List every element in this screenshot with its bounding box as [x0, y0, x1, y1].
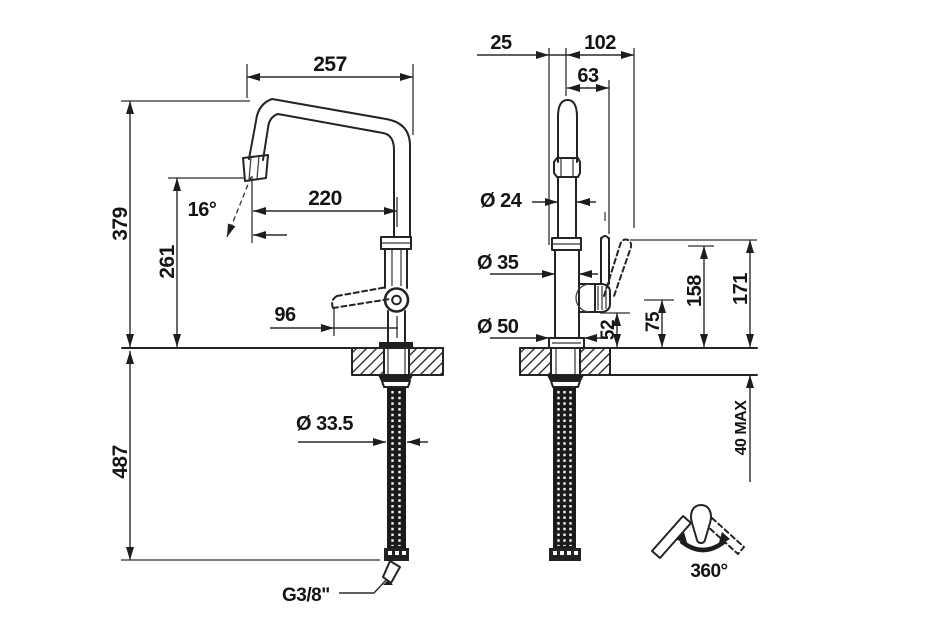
front-base-flange: [379, 342, 413, 348]
dim-spray-height-label: 52: [598, 320, 619, 340]
dim-overall-height: 379: [109, 100, 250, 347]
dim-body-diameter-label: Ø 35: [477, 252, 519, 274]
dim-spout-width-label: 257: [313, 53, 347, 76]
side-spout-column: [548, 99, 585, 349]
dim-outlet-angle-label: 16°: [188, 199, 217, 221]
dim-deck-thickness-label: 40 MAX: [733, 400, 750, 456]
dim-overall-above-deck: 171: [630, 239, 757, 347]
dim-hole-diameter-label: Ø 33.5: [296, 413, 353, 435]
swivel-lever-head: [690, 504, 712, 544]
dim-body-diameter: Ø 35: [477, 252, 598, 278]
dim-outlet-height: 261: [156, 177, 244, 347]
dim-handle-top-height-label: 158: [684, 275, 706, 307]
dim-hose-drop: 487: [109, 351, 380, 561]
side-supply-hose: [547, 375, 584, 561]
dim-rear-clearance-label: 25: [490, 32, 512, 54]
front-shank: [384, 349, 409, 374]
dim-overall-above-deck-label: 171: [730, 273, 752, 305]
side-counter-section: [519, 347, 758, 376]
dim-spout-reach: 220: [253, 187, 398, 227]
dim-handle-length: 96: [270, 304, 398, 338]
dim-thread-size: G3/8": [282, 578, 388, 606]
dim-spout-diameter-label: Ø 24: [480, 190, 523, 212]
dim-pivot-height-label: 75: [643, 311, 664, 332]
dim-outlet-projection-label: 63: [577, 65, 599, 87]
swivel-angle-label: 360°: [690, 561, 727, 582]
dim-pivot-height: 75: [643, 299, 674, 347]
dim-handle-length-label: 96: [274, 304, 296, 326]
side-handle-lever: [600, 212, 633, 300]
dim-handle-projection-label: 102: [584, 32, 616, 54]
dim-outlet-height-label: 261: [156, 244, 179, 278]
dim-hose-drop-label: 487: [109, 445, 132, 479]
dim-base-diameter-label: Ø 50: [477, 316, 519, 338]
side-spray-outlet: [575, 283, 611, 313]
front-counter-section: [121, 347, 444, 376]
dim-deck-thickness: 40 MAX: [733, 375, 754, 482]
dim-overall-height-label: 379: [109, 207, 132, 241]
front-view: 257 379 261 220: [109, 53, 444, 606]
dim-spout-reach-label: 220: [308, 187, 342, 210]
dim-thread-size-label: G3/8": [282, 585, 330, 606]
side-view: 25 102 63 Ø 24 Ø 35 Ø 50: [477, 32, 758, 582]
dim-outlet-projection: 63: [567, 65, 610, 234]
front-handle-lever: [331, 286, 391, 309]
dim-base-diameter: Ø 50: [477, 316, 602, 342]
front-spout-outline: [248, 98, 411, 238]
dim-handle-top-height: 158: [684, 245, 714, 347]
swivel-360-icon: 360°: [651, 504, 745, 582]
dim-spout-diameter: Ø 24: [480, 190, 596, 212]
dim-hole-diameter: Ø 33.5: [296, 413, 428, 446]
dim-outlet-angle: 16°: [188, 176, 287, 243]
front-body: [379, 236, 413, 348]
dim-spray-height: 52: [598, 312, 630, 347]
front-supply-hose: [378, 375, 413, 585]
front-aerator-nut: [242, 154, 269, 182]
dim-spout-width: 257: [246, 53, 414, 135]
dim-rear-clearance-and-projection: 25 102: [477, 32, 635, 245]
